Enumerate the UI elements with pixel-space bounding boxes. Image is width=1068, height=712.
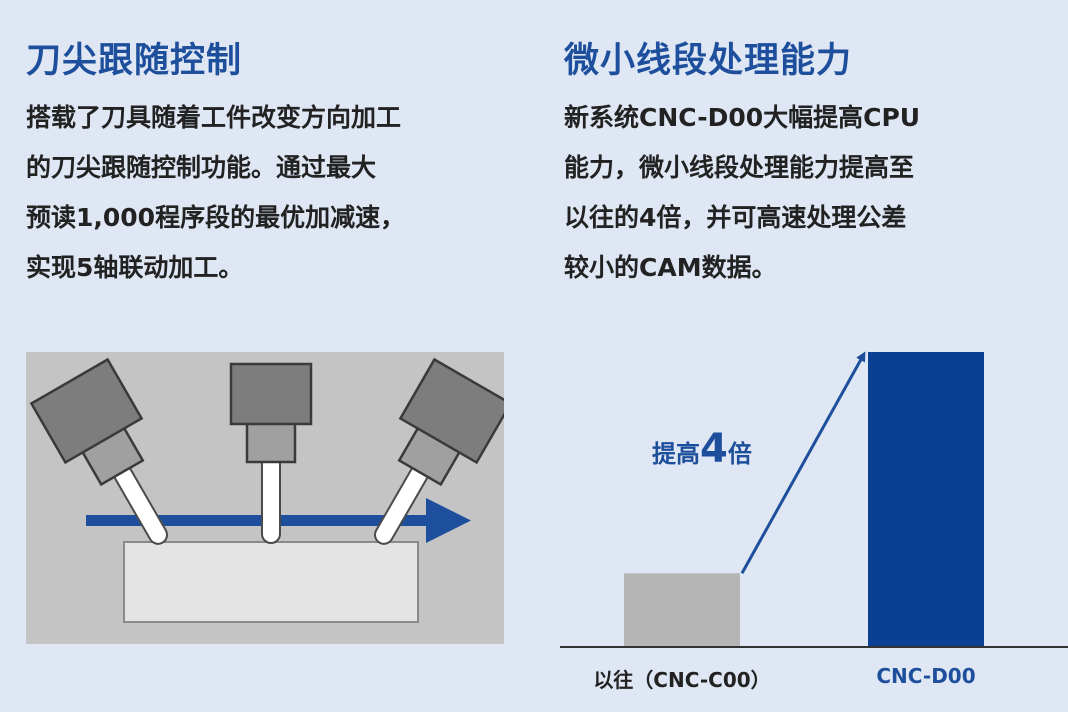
performance-chart: 提高4倍 以往（CNC-C00） CNC-D00 bbox=[560, 340, 1068, 700]
section-description: 搭载了刀具随着工件改变方向加工 的刀尖跟随控制功能。通过最大 预读1,000程序… bbox=[26, 93, 405, 293]
description-line: 以往的4倍，并可高速处理公差 bbox=[564, 203, 907, 232]
section-description: 新系统CNC-D00大幅提高CPU 能力，微小线段处理能力提高至 以往的4倍，并… bbox=[564, 93, 920, 293]
chart-canvas: 提高4倍 bbox=[560, 351, 1068, 648]
bar-new-system bbox=[868, 352, 984, 647]
description-line: 的刀尖跟随控制功能。通过最大 bbox=[26, 153, 377, 182]
tool-tip-following-panel: 刀尖跟随控制 搭载了刀具随着工件改变方向加工 的刀尖跟随控制功能。通过最大 预读… bbox=[26, 41, 504, 644]
micro-segment-panel: 微小线段处理能力 新系统CNC-D00大幅提高CPU 能力，微小线段处理能力提高… bbox=[534, 0, 1068, 712]
improvement-label: 提高4倍 bbox=[652, 426, 752, 472]
bar-previous-system bbox=[624, 573, 740, 647]
description-line: 实现5轴联动加工。 bbox=[26, 253, 244, 282]
description-line: 新系统CNC-D00大幅提高CPU bbox=[564, 103, 921, 132]
tool-head-center bbox=[229, 362, 313, 544]
tool-head-right bbox=[374, 357, 504, 545]
description-line: 较小的CAM数据。 bbox=[564, 253, 777, 282]
tool-head-left bbox=[29, 357, 168, 545]
section-title: 微小线段处理能力 bbox=[564, 41, 853, 81]
category-label-new: CNC-D00 bbox=[876, 664, 976, 688]
description-line: 搭载了刀具随着工件改变方向加工 bbox=[26, 103, 402, 132]
category-label-old: 以往（CNC-C00） bbox=[593, 668, 771, 692]
description-line: 能力，微小线段处理能力提高至 bbox=[564, 153, 915, 182]
section-title: 刀尖跟随控制 bbox=[26, 41, 243, 81]
growth-arrow bbox=[740, 351, 866, 574]
workpiece bbox=[123, 541, 419, 623]
description-line: 预读1,000程序段的最优加减速， bbox=[26, 203, 406, 232]
tool-tip-illustration bbox=[26, 352, 504, 644]
improvement-prefix: 提高 bbox=[652, 440, 700, 468]
improvement-suffix: 倍 bbox=[728, 440, 752, 468]
improvement-number: 4 bbox=[700, 426, 728, 472]
